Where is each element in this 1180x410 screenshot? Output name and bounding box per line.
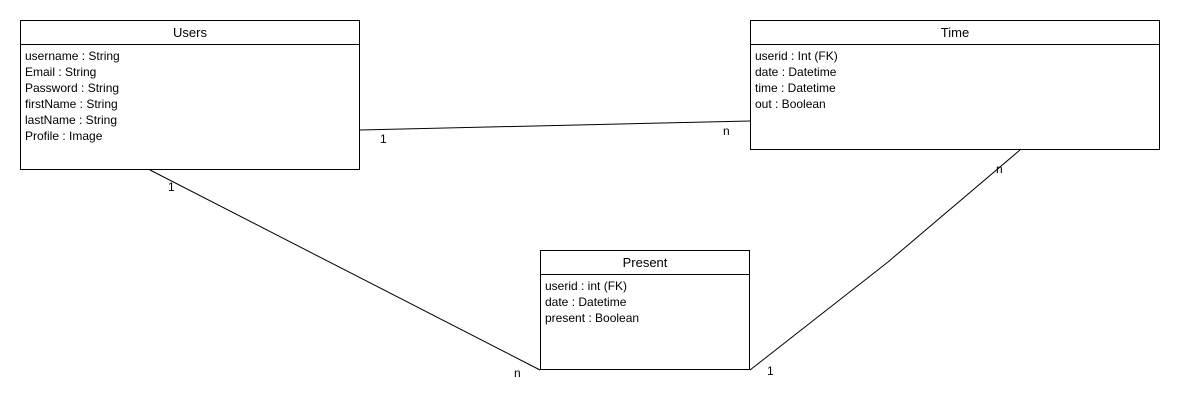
entity-time[interactable]: Time userid : Int (FK) date : Datetime t… (750, 20, 1160, 150)
entity-users-title: Users (21, 21, 359, 45)
entity-users-attributes: username : String Email : String Passwor… (21, 45, 359, 147)
attribute: present : Boolean (545, 311, 640, 325)
relation-users-present-line (149, 169, 541, 371)
relation-time-present-line-2 (749, 261, 889, 371)
entity-time-title: Time (751, 21, 1159, 45)
cardinality-users-time-time: n (723, 124, 730, 138)
attribute: Password : String (25, 81, 120, 95)
attribute: Email : String (25, 65, 97, 79)
cardinality-users-present-users: 1 (168, 180, 175, 194)
attribute: userid : int (FK) (545, 279, 628, 293)
relation-users-time-line (359, 120, 751, 131)
attribute: out : Boolean (755, 97, 826, 111)
entity-time-attributes: userid : Int (FK) date : Datetime time :… (751, 45, 1159, 115)
attribute: userid : Int (FK) (755, 49, 838, 63)
cardinality-users-time-users: 1 (380, 132, 387, 146)
entity-users[interactable]: Users username : String Email : String P… (20, 20, 360, 170)
attribute: Profile : Image (25, 129, 103, 143)
attribute: firstName : String (25, 97, 118, 111)
attribute: date : Datetime (755, 65, 837, 79)
attribute: lastName : String (25, 113, 118, 127)
attribute: username : String (25, 49, 120, 63)
cardinality-time-present-present: 1 (767, 364, 774, 378)
entity-present-title: Present (541, 251, 749, 275)
entity-present-attributes: userid : int (FK) date : Datetime presen… (541, 275, 749, 329)
cardinality-time-present-time: n (996, 162, 1003, 176)
attribute: date : Datetime (545, 295, 627, 309)
cardinality-users-present-present: n (514, 366, 521, 380)
relation-time-present-line (887, 149, 1021, 263)
attribute: time : Datetime (755, 81, 836, 95)
entity-present[interactable]: Present userid : int (FK) date : Datetim… (540, 250, 750, 370)
